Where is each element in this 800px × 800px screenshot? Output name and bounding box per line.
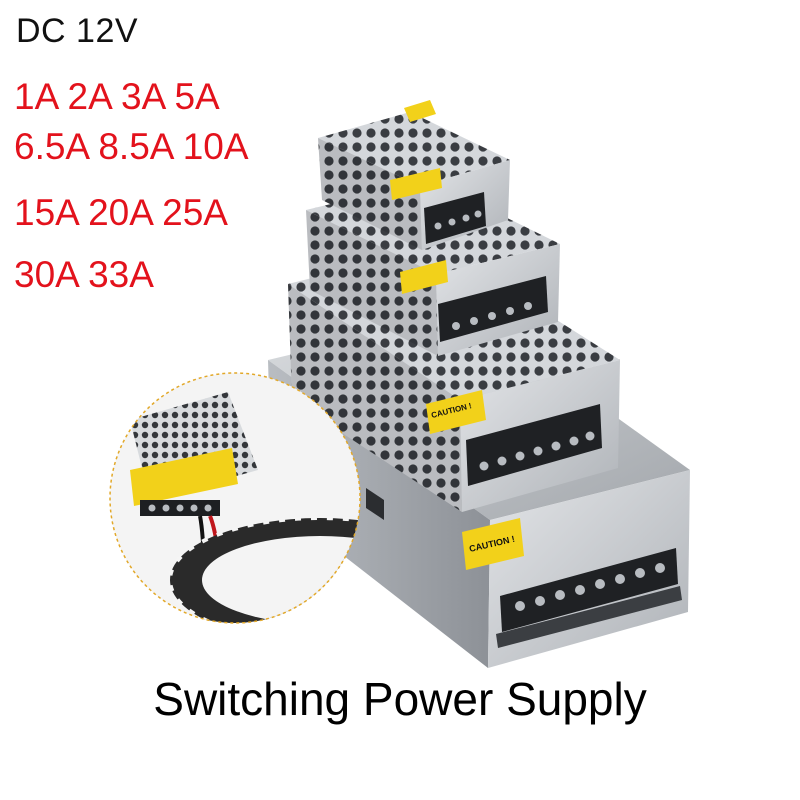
current-ratings-line-1: 1A 2A 3A 5A [14, 76, 220, 117]
current-ratings-line-2: 6.5A 8.5A 10A [14, 126, 249, 167]
voltage-label: DC 12V [16, 12, 139, 50]
current-ratings-line-3: 15A 20A 25A [14, 192, 228, 233]
current-ratings-line-4: 30A 33A [14, 254, 154, 295]
power-supply-unit-mini [318, 100, 510, 250]
product-caption: Switching Power Supply [153, 673, 647, 725]
inset-led-strip-demo [109, 372, 361, 624]
